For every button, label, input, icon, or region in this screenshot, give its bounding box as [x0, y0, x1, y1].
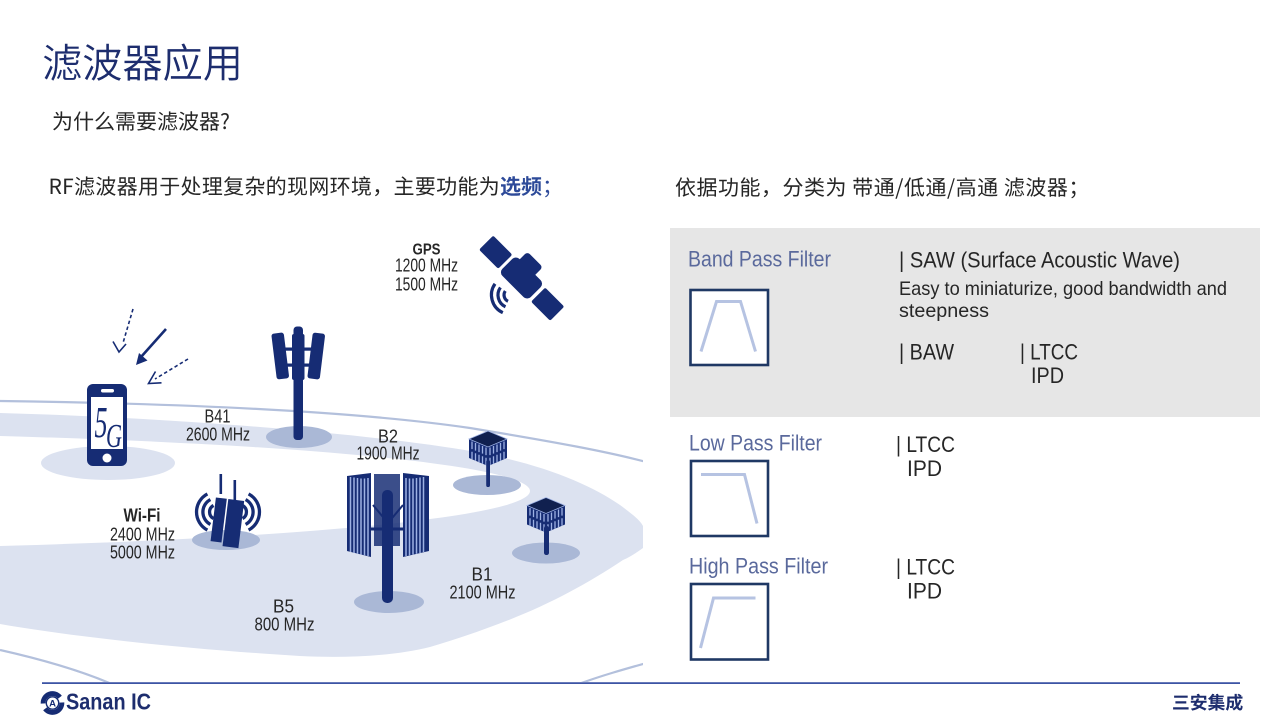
- svg-text:B1: B1: [472, 565, 493, 585]
- svg-text:A: A: [49, 699, 56, 710]
- svg-text:G: G: [106, 418, 122, 455]
- svg-text:2600 MHz: 2600 MHz: [186, 425, 250, 445]
- svg-text:| SAW (Surface Acoustic Wave): | SAW (Surface Acoustic Wave): [899, 248, 1180, 273]
- svg-text:High Pass Filter: High Pass Filter: [689, 554, 828, 579]
- svg-text:5: 5: [95, 398, 108, 447]
- svg-text:| LTCC: | LTCC: [1020, 340, 1078, 365]
- svg-text:B41: B41: [205, 407, 231, 427]
- svg-text:5000 MHz: 5000 MHz: [110, 543, 175, 563]
- svg-text:GPS: GPS: [413, 242, 441, 259]
- svg-text:IPD: IPD: [907, 579, 942, 604]
- svg-text:1200 MHz: 1200 MHz: [395, 256, 458, 276]
- svg-text:Band Pass Filter: Band Pass Filter: [688, 247, 831, 272]
- svg-text:steepness: steepness: [899, 300, 989, 322]
- svg-text:Wi-Fi: Wi-Fi: [124, 506, 161, 526]
- svg-text:| BAW: | BAW: [899, 340, 954, 365]
- svg-text:1900 MHz: 1900 MHz: [357, 444, 420, 464]
- svg-text:| LTCC: | LTCC: [896, 555, 955, 580]
- svg-text:IPD: IPD: [907, 456, 942, 481]
- svg-text:1500 MHz: 1500 MHz: [395, 275, 458, 295]
- svg-text:Low Pass Filter: Low Pass Filter: [689, 431, 822, 456]
- svg-text:B2: B2: [378, 427, 398, 447]
- svg-text:800 MHz: 800 MHz: [255, 615, 315, 635]
- svg-text:IPD: IPD: [1031, 363, 1064, 388]
- svg-text:2400 MHz: 2400 MHz: [110, 525, 175, 545]
- svg-text:2100 MHz: 2100 MHz: [450, 583, 516, 603]
- svg-text:B5: B5: [273, 597, 294, 617]
- svg-text:| LTCC: | LTCC: [896, 432, 955, 457]
- svg-text:Easy to miniaturize, good band: Easy to miniaturize, good bandwidth and: [899, 278, 1227, 300]
- svg-text:Sanan IC: Sanan IC: [66, 689, 151, 715]
